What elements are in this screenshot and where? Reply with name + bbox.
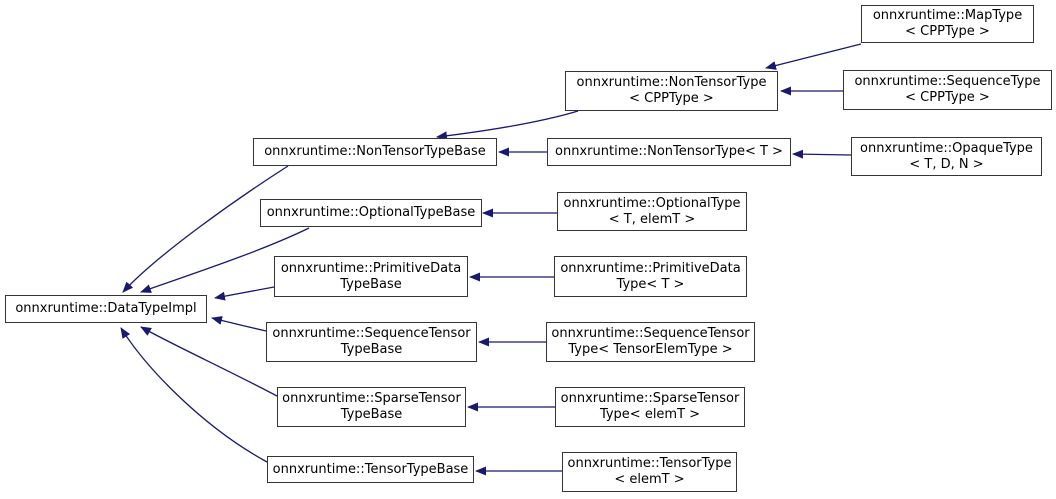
node-primitivedatatype[interactable]: onnxruntime::PrimitiveData Type< T > — [554, 256, 747, 297]
node-sequencetype[interactable]: onnxruntime::SequenceType < CPPType > — [843, 70, 1052, 110]
node-label: onnxruntime::SequenceTensor — [272, 326, 471, 341]
node-label: onnxruntime::OptionalTypeBase — [266, 205, 476, 220]
node-label: onnxruntime::TensorTypeBase — [272, 461, 469, 477]
edge-opaquetype-to-nontensortype-t — [792, 149, 852, 159]
edge-sequencetensortypebase-to-datatypeimpl — [211, 316, 267, 332]
node-label: onnxruntime::PrimitiveData — [560, 260, 741, 276]
node-label: TypeBase — [340, 407, 403, 422]
edge-tensortypebase-to-datatypeimpl — [120, 327, 268, 463]
node-label: onnxruntime::SparseTensor — [560, 391, 740, 406]
node-label: onnxruntime::DataTypeImpl — [15, 301, 197, 316]
node-label: TypeBase — [340, 276, 402, 292]
node-optionaltypebase[interactable]: onnxruntime::OptionalTypeBase — [260, 199, 482, 227]
node-label: onnxruntime::MapType — [872, 8, 1023, 23]
edge-maptype-to-nontensortype-cpp — [765, 43, 862, 70]
node-sparsetensortype[interactable]: onnxruntime::SparseTensor Type< elemT > — [555, 387, 745, 427]
node-label: onnxruntime::PrimitiveData — [280, 260, 462, 276]
node-label: Type< TensorElemType > — [568, 342, 733, 357]
node-nontensortype-t[interactable]: onnxruntime::NonTensorType< T > — [547, 138, 791, 166]
node-label: onnxruntime::NonTensorType — [576, 75, 767, 90]
node-label: onnxruntime::TensorType — [567, 456, 732, 471]
node-maptype[interactable]: onnxruntime::MapType < CPPType > — [861, 5, 1034, 43]
edge-nontensortypebase-to-datatypeimpl — [122, 165, 289, 293]
node-sequencetensortype[interactable]: onnxruntime::SequenceTensor Type< Tensor… — [546, 322, 755, 362]
node-opaquetype[interactable]: onnxruntime::OpaqueType < T, D, N > — [851, 137, 1042, 176]
node-label: onnxruntime::NonTensorType< T > — [555, 144, 783, 159]
node-datatypeimpl[interactable]: onnxruntime::DataTypeImpl — [5, 295, 207, 323]
node-label: TypeBase — [340, 342, 403, 357]
node-label: Type< T > — [616, 276, 685, 292]
node-label: onnxruntime::SequenceTensor — [551, 326, 750, 341]
node-label: < T, D, N > — [909, 156, 984, 172]
edge-primitivedatatypebase-to-datatypeimpl — [214, 286, 275, 301]
node-label: < CPPType > — [905, 24, 990, 39]
edge-optionaltypebase-to-datatypeimpl — [140, 227, 310, 293]
node-label: onnxruntime::SparseTensor — [282, 391, 461, 406]
node-label: Type< elemT > — [599, 407, 701, 422]
node-nontensortypebase[interactable]: onnxruntime::NonTensorTypeBase — [253, 138, 497, 166]
node-sequencetensortypebase[interactable]: onnxruntime::SequenceTensor TypeBase — [266, 322, 477, 362]
node-tensortype[interactable]: onnxruntime::TensorType < elemT > — [562, 452, 737, 492]
node-label: < CPPType > — [629, 91, 714, 106]
node-label: onnxruntime::OpaqueType — [860, 140, 1033, 156]
node-optionaltype[interactable]: onnxruntime::OptionalType < T, elemT > — [557, 192, 747, 231]
node-label: < T, elemT > — [608, 211, 696, 227]
edge-sparsetensortypebase-to-datatypeimpl — [140, 326, 278, 397]
edge-nontensortype-cpp-to-nontensortypebase — [436, 110, 579, 141]
node-sparsetensortypebase[interactable]: onnxruntime::SparseTensor TypeBase — [277, 387, 466, 427]
node-label: < elemT > — [614, 472, 685, 487]
node-label: onnxruntime::SequenceType — [854, 74, 1041, 89]
node-primitivedatatypebase[interactable]: onnxruntime::PrimitiveData TypeBase — [274, 256, 468, 297]
node-nontensortype-cpptype[interactable]: onnxruntime::NonTensorType < CPPType > — [565, 71, 778, 111]
node-label: onnxruntime::NonTensorTypeBase — [264, 144, 486, 159]
node-label: < CPPType > — [905, 90, 990, 105]
node-tensortypebase[interactable]: onnxruntime::TensorTypeBase — [267, 456, 474, 483]
node-label: onnxruntime::OptionalType — [563, 195, 741, 211]
